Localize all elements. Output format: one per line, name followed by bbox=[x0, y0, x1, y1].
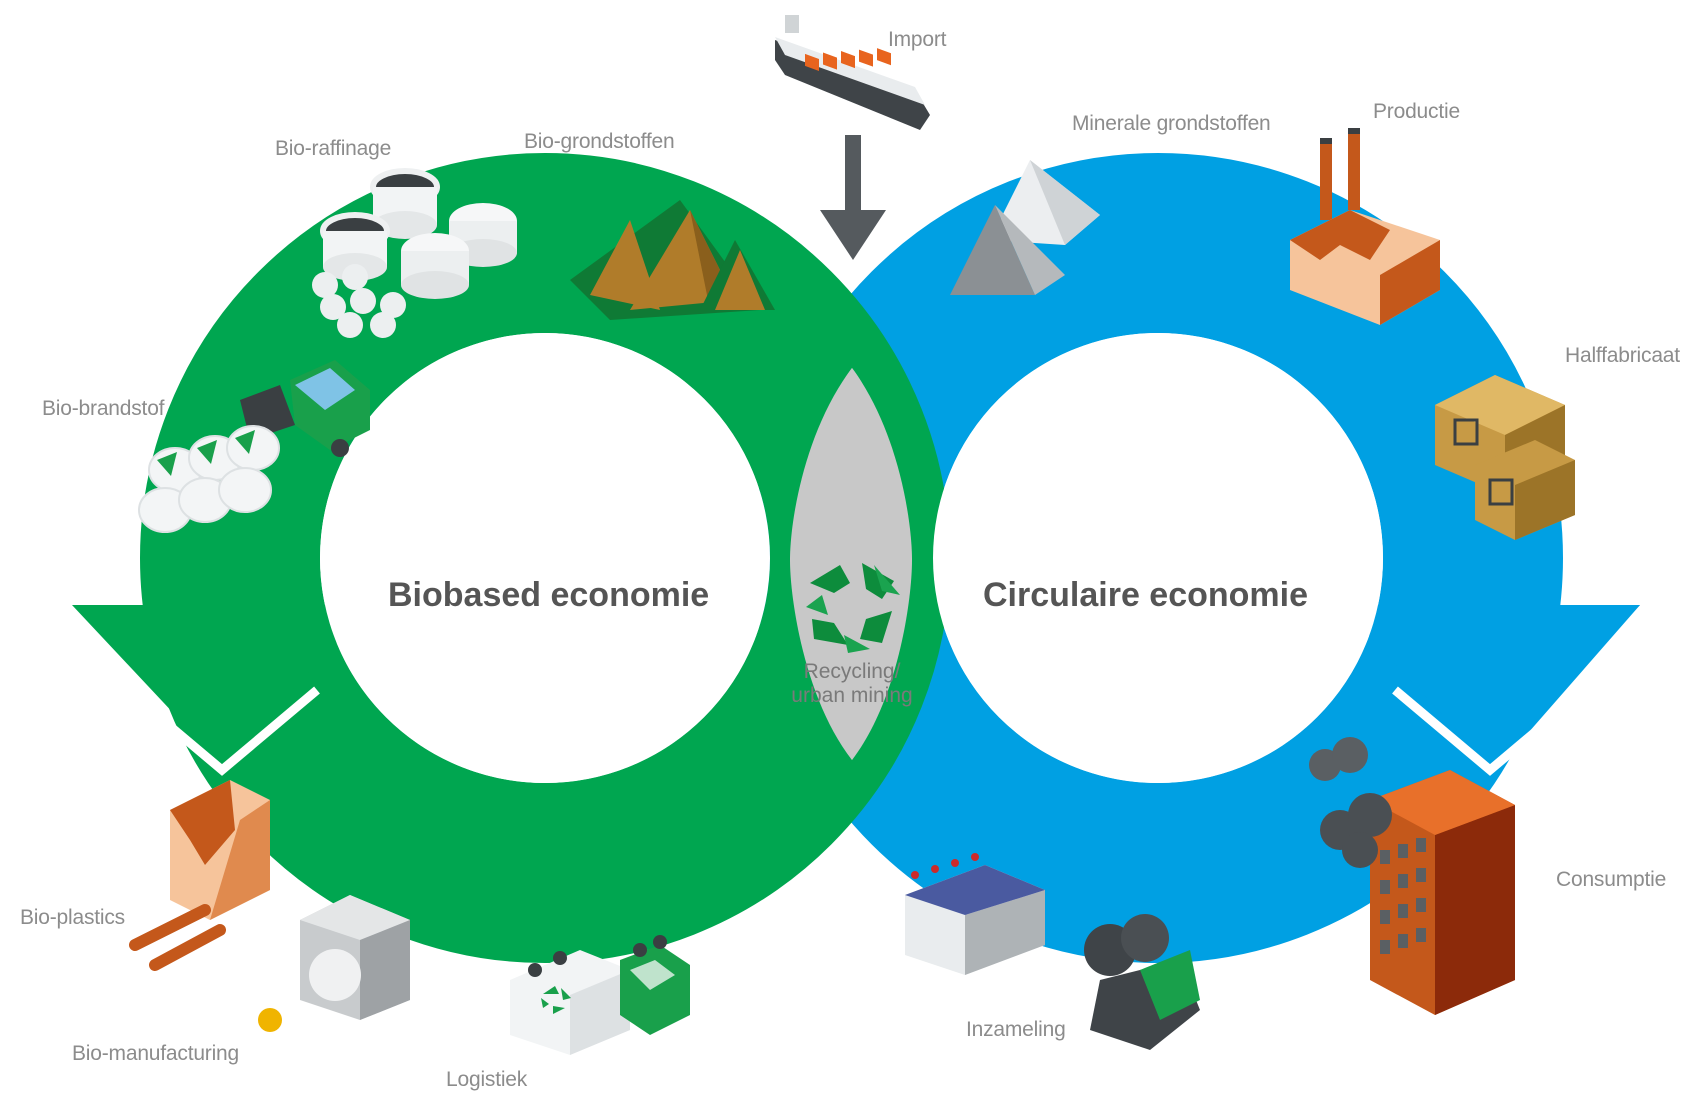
consumptie-label: Consumptie bbox=[1556, 868, 1666, 891]
recycling-label-line1: Recycling/ bbox=[804, 660, 901, 683]
storage-tanks-icon bbox=[312, 168, 517, 338]
mountains-icon bbox=[570, 200, 775, 320]
building-icon bbox=[1309, 737, 1515, 1015]
halffabricaat-label: Halffabricaat bbox=[1565, 344, 1680, 367]
circular-economy-title: Circulaire economie bbox=[983, 576, 1308, 614]
cargo-ship-icon bbox=[775, 15, 930, 130]
logistiek-label: Logistiek bbox=[446, 1068, 528, 1091]
bio-raffinage-label: Bio-raffinage bbox=[275, 137, 391, 160]
import-label: Import bbox=[888, 28, 947, 51]
import-arrow bbox=[820, 135, 886, 260]
collection-truck-icon bbox=[905, 853, 1045, 975]
truck-icon bbox=[240, 360, 370, 457]
bio-manufacturing-label: Bio-manufacturing bbox=[72, 1042, 239, 1065]
factory-icon bbox=[129, 780, 270, 971]
bins-icon bbox=[510, 935, 690, 1055]
bio-grondstoffen-label: Bio-grondstoffen bbox=[524, 130, 675, 153]
productie-label: Productie bbox=[1373, 100, 1460, 123]
minerale-grondstoffen-label: Minerale grondstoffen bbox=[1072, 112, 1271, 135]
recycle-icon bbox=[806, 563, 900, 653]
biobased-economy-title: Biobased economie bbox=[388, 576, 709, 614]
bales-icon bbox=[138, 425, 280, 533]
machine-icon bbox=[258, 895, 410, 1032]
recycling-label-line2: urban mining bbox=[791, 684, 912, 707]
bio-plastics-label: Bio-plastics bbox=[20, 906, 125, 929]
factory-icon bbox=[1290, 128, 1440, 325]
bio-brandstof-label: Bio-brandstof bbox=[42, 397, 165, 420]
boxes-icon bbox=[1435, 375, 1575, 540]
rocks-icon bbox=[950, 160, 1100, 295]
trash-bags-icon bbox=[1084, 914, 1200, 1050]
inzameling-label: Inzameling bbox=[966, 1018, 1066, 1041]
